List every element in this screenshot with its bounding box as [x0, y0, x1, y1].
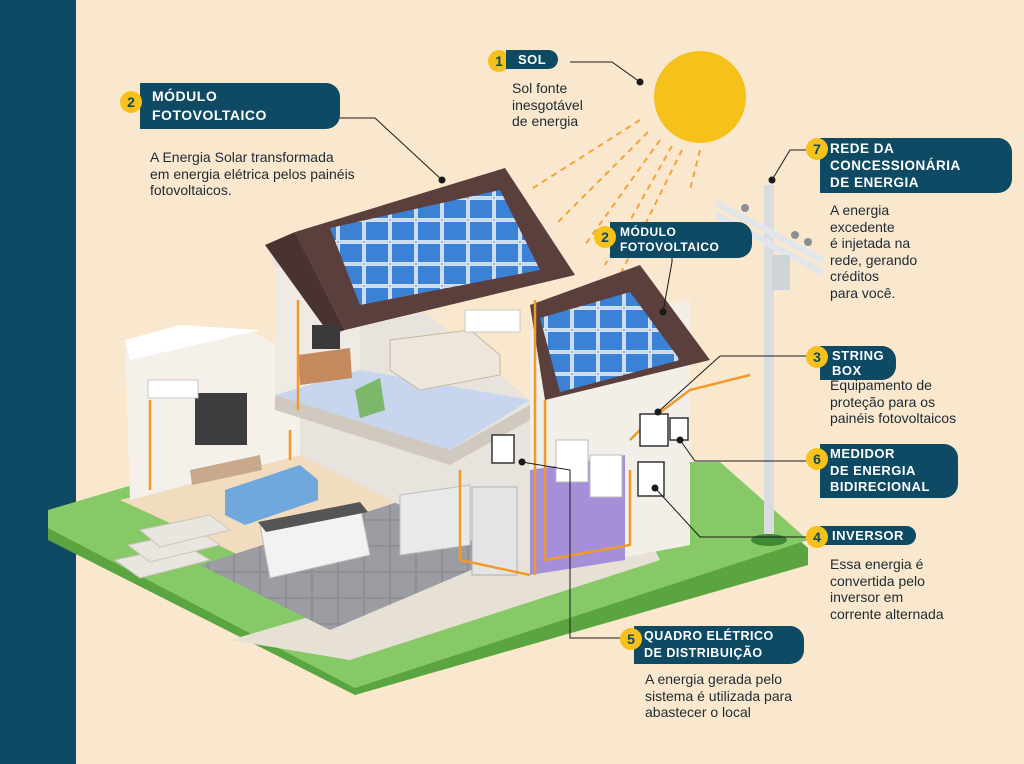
callout-string-box-description: Equipamento de proteção para os painéis … — [830, 377, 957, 426]
callout-title: MÓDULO FOTOVOLTAICO — [140, 83, 340, 129]
main-roof — [265, 168, 575, 335]
laundry — [555, 439, 623, 498]
front-stairs — [113, 514, 232, 579]
step-number-badge: 6 — [806, 448, 828, 470]
string-box — [639, 413, 669, 447]
step-number-badge: 5 — [620, 628, 642, 650]
garage-roof — [530, 265, 710, 400]
leader-lines — [326, 61, 806, 639]
step-number-badge: 3 — [806, 346, 828, 368]
living-furniture — [147, 379, 318, 525]
callout-title: INVERSOR — [820, 526, 916, 545]
callout-sol: 1 SOL — [488, 50, 559, 72]
step-number-badge: 1 — [488, 50, 510, 72]
kitchen-furniture — [258, 484, 518, 579]
callout-modulo-roof-description: A Energia Solar transformada em energia … — [150, 149, 355, 198]
callout-sol-description: Sol fonte inesgotável de energia — [512, 80, 583, 129]
step-number-badge: 2 — [120, 91, 142, 113]
left-sidebar-bar — [0, 0, 76, 764]
inverter — [637, 461, 665, 497]
callout-quadro-description: A energia gerada pelo sistema é utilizad… — [645, 671, 793, 720]
step-number-badge: 4 — [806, 526, 828, 548]
callout-title: QUADRO ELÉTRICO DE DISTRIBUIÇÃO — [634, 626, 804, 664]
callout-title: REDE DA CONCESSIONÁRIA DE ENERGIA — [820, 138, 1012, 193]
step-number-badge: 7 — [806, 138, 828, 160]
callout-title: MEDIDOR DE ENERGIA BIDIRECIONAL — [820, 444, 958, 498]
step-number-badge: 2 — [594, 226, 616, 248]
distribution-panel — [491, 434, 515, 464]
sun — [654, 51, 746, 143]
callout-title: MÓDULO FOTOVOLTAICO — [610, 222, 752, 258]
callout-title: STRING BOX — [820, 346, 897, 380]
bedroom-floor — [275, 370, 530, 450]
callout-rede-description: A energia excedente é injetada na rede, … — [830, 202, 918, 301]
bedroom-furniture — [298, 309, 521, 418]
callout-title: SOL — [506, 50, 559, 69]
callout-inversor-description: Essa energia é convertida pelo inversor … — [830, 556, 944, 622]
